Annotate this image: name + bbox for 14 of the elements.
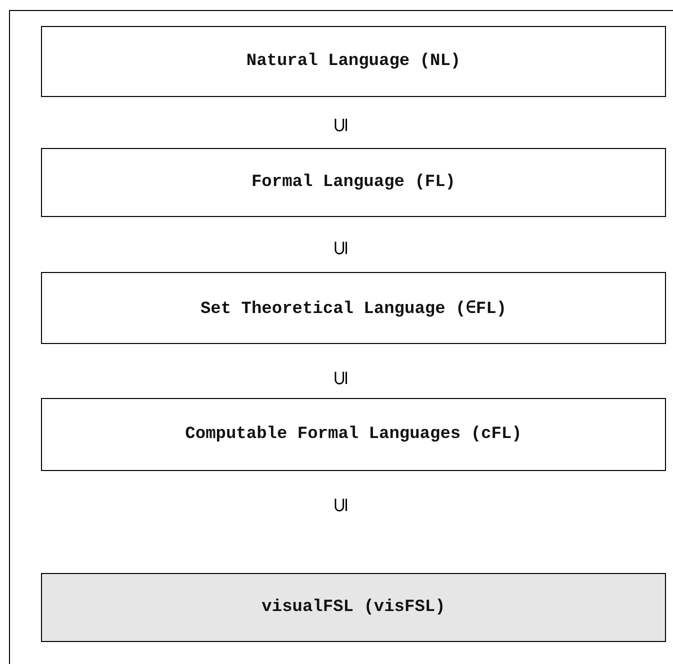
language-box xyxy=(41,148,666,217)
language-box xyxy=(41,26,666,97)
box-label: visualFSL (visFSL) xyxy=(262,598,446,617)
box-label: Natural Language (NL) xyxy=(246,52,461,71)
language-box xyxy=(41,398,666,471)
language-box xyxy=(41,272,666,344)
subset-symbol: ⊆ xyxy=(328,496,352,515)
box-label: Set Theoretical Language (∈FL) xyxy=(200,298,507,318)
subset-symbol: ⊆ xyxy=(328,116,352,135)
box-label: Computable Formal Languages (cFL) xyxy=(185,425,522,444)
subset-symbol: ⊆ xyxy=(328,368,352,388)
language-box xyxy=(41,573,666,642)
subset-symbol: ⊆ xyxy=(328,238,352,258)
box-label: Formal Language (FL) xyxy=(251,173,456,192)
